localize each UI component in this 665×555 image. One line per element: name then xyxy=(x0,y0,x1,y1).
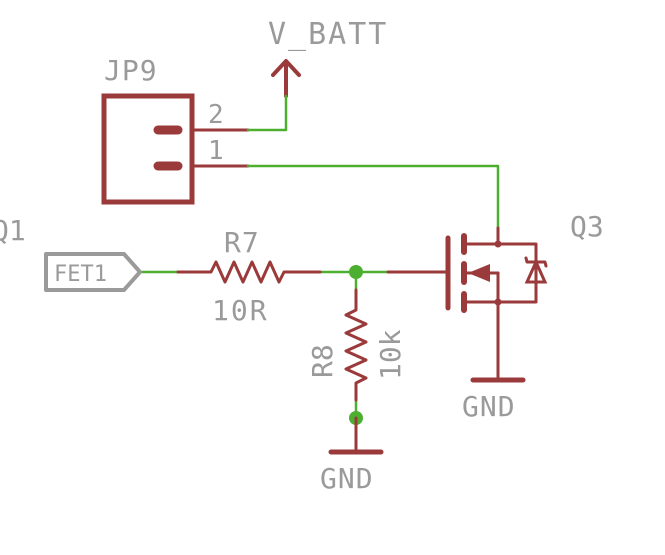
r8-value-label: 10k xyxy=(374,329,407,380)
q3-diode-leads xyxy=(496,242,538,304)
r8-resistor: R8 10k xyxy=(306,288,407,402)
r7-resistor: R7 10R xyxy=(176,226,322,327)
jp9-label: JP9 xyxy=(104,54,158,87)
net-pin1-drain xyxy=(246,164,500,230)
junction-gate-dot xyxy=(349,265,363,279)
gnd-symbol-right: GND xyxy=(462,377,526,423)
r8-zigzag-icon xyxy=(344,288,368,402)
r7-value-label: 10R xyxy=(212,294,269,327)
gnd-right-label: GND xyxy=(462,390,516,423)
q3-mosfet: Q3 xyxy=(386,210,604,382)
gnd-symbol-bottom: GND xyxy=(320,416,384,495)
wire-vbatt xyxy=(246,94,288,132)
jp9-pin1-number: 1 xyxy=(208,136,224,166)
r7-name-label: R7 xyxy=(224,226,260,259)
vbatt-supply-symbol: V_BATT xyxy=(268,17,388,98)
vbatt-arrow-icon xyxy=(271,59,301,98)
net-vbatt xyxy=(246,94,288,132)
q3-body-arrow-icon xyxy=(468,264,490,282)
jp9-body xyxy=(101,93,195,205)
fet1-net-label: FET1 xyxy=(44,252,142,292)
q3-drain-lead xyxy=(465,226,500,246)
q3-label: Q3 xyxy=(570,210,604,243)
wire-pin1-to-drain xyxy=(246,164,500,230)
r7-zigzag-icon xyxy=(176,260,322,284)
net-gate xyxy=(318,265,390,292)
q1-partial-label: Q1 xyxy=(0,214,26,247)
q3-source-node xyxy=(494,298,502,306)
q3-drain-node xyxy=(494,240,502,248)
vbatt-label: V_BATT xyxy=(268,17,388,52)
r8-name-label: R8 xyxy=(306,344,339,378)
q3-body-diode-icon xyxy=(524,258,548,284)
jp9-connector: JP9 2 1 xyxy=(101,54,250,205)
jp9-pin2-number: 2 xyxy=(208,100,224,130)
fet1-label-flag xyxy=(44,252,142,292)
fet1-label-text: FET1 xyxy=(54,262,107,287)
gnd-bottom-label: GND xyxy=(320,462,374,495)
q3-diode-cathode-bar xyxy=(524,256,548,268)
q3-source-lead xyxy=(465,300,500,382)
